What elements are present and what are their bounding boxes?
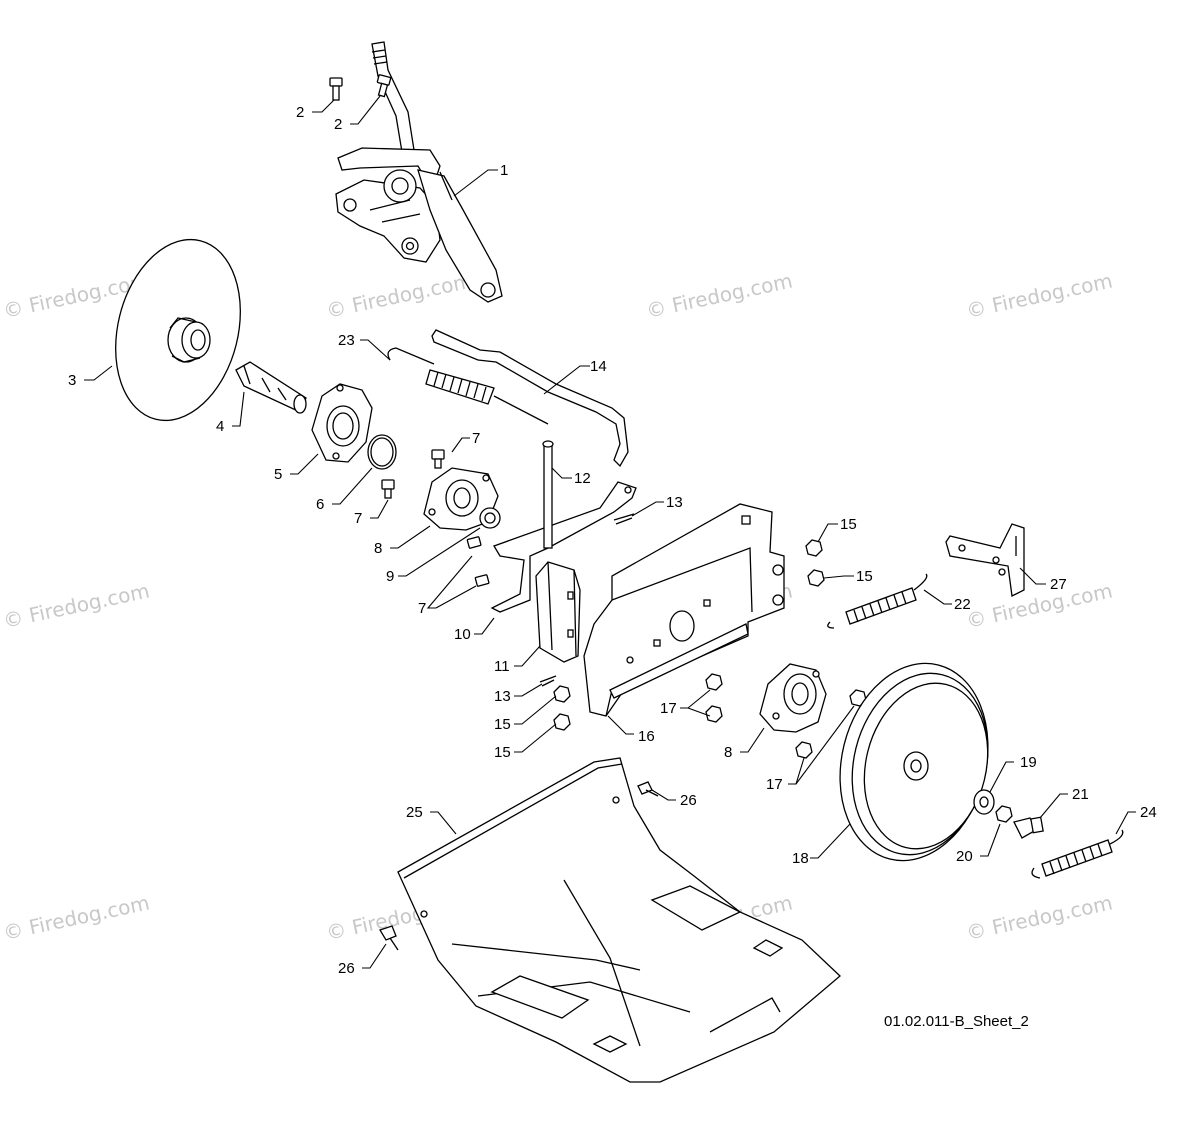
- callout-labels: 1 2 2 3 4 5 6 7 7 7 8 8 9 10 11 12 13 13…: [68, 104, 1157, 977]
- callout-22: 22: [954, 596, 971, 613]
- callout-7: 7: [418, 600, 426, 617]
- rod-12: [542, 440, 554, 549]
- callout-23: 23: [338, 332, 355, 349]
- callout-15: 15: [840, 516, 857, 533]
- callout-24: 24: [1140, 804, 1157, 821]
- callout-20: 20: [956, 848, 973, 865]
- callout-13: 13: [666, 494, 683, 511]
- callout-2: 2: [334, 116, 342, 133]
- bracket-11: [535, 561, 581, 663]
- watermark: © Firedog.com: [1, 578, 151, 632]
- pin-13a: [613, 513, 635, 525]
- bolt-7c: [466, 536, 490, 587]
- bracket-27: [945, 523, 1025, 597]
- callout-21: 21: [1072, 786, 1089, 803]
- callout-15: 15: [494, 716, 511, 733]
- callout-9: 9: [386, 568, 394, 585]
- pin-13b: [539, 675, 557, 687]
- watermark: © Firedog.com: [644, 268, 794, 322]
- washer-19: [973, 789, 995, 815]
- nut-17d: [795, 741, 813, 759]
- spring-22: [827, 573, 928, 629]
- bearing-flange-5: [311, 383, 373, 463]
- sheet-id: 01.02.011-B_Sheet_2: [884, 1013, 1029, 1030]
- nut-17b: [705, 705, 723, 723]
- friction-disc: [115, 238, 241, 422]
- callout-18: 18: [792, 850, 809, 867]
- callout-7: 7: [472, 430, 480, 447]
- callout-17: 17: [660, 700, 677, 717]
- callout-26: 26: [338, 960, 355, 977]
- nut-15d: [553, 713, 571, 731]
- bolt-7a: [431, 449, 445, 469]
- callout-7: 7: [354, 510, 362, 527]
- screw-26a: [637, 781, 659, 797]
- bolt-2a: [329, 77, 343, 101]
- bracket-10: [490, 481, 637, 613]
- nut-17a: [705, 673, 723, 691]
- bolt-21: [1013, 816, 1044, 839]
- callout-14: 14: [590, 358, 607, 375]
- callout-15: 15: [494, 744, 511, 761]
- callout-1: 1: [500, 162, 508, 179]
- hex-shaft: [235, 361, 307, 414]
- nut-20: [995, 805, 1013, 823]
- bolt-7b: [381, 479, 395, 499]
- spring-23: [387, 347, 549, 425]
- callout-11: 11: [494, 658, 510, 675]
- callout-15: 15: [856, 568, 873, 585]
- callout-17: 17: [766, 776, 783, 793]
- bolt-2b: [376, 74, 392, 98]
- flange-bearing-8a: [423, 467, 499, 531]
- callout-13: 13: [494, 688, 511, 705]
- retaining-ring: [367, 434, 397, 470]
- callout-25: 25: [406, 804, 423, 821]
- callout-26: 26: [680, 792, 697, 809]
- callout-4: 4: [216, 418, 224, 435]
- callout-8: 8: [374, 540, 382, 557]
- screw-26b: [379, 925, 399, 951]
- callout-16: 16: [638, 728, 655, 745]
- flange-bearing-8b: [759, 663, 827, 733]
- cover-25: [397, 757, 841, 1083]
- callout-6: 6: [316, 496, 324, 513]
- drive-wheel-18: [839, 662, 989, 862]
- leader-lines: [84, 95, 1136, 969]
- nut-15b: [807, 569, 825, 587]
- watermark: © Firedog.com: [964, 890, 1114, 944]
- spring-24: [1031, 829, 1124, 879]
- shift-lever-assembly: [335, 41, 503, 303]
- washer-9: [479, 507, 501, 529]
- callout-3: 3: [68, 372, 76, 389]
- control-rod-14: [431, 329, 629, 468]
- watermark: © Firedog.com: [324, 268, 474, 322]
- callout-27: 27: [1050, 576, 1067, 593]
- part-drawings: [115, 41, 1124, 1083]
- nut-15a: [805, 539, 823, 557]
- callout-19: 19: [1020, 754, 1037, 771]
- main-plate-16: [583, 503, 785, 717]
- nut-15c: [553, 685, 571, 703]
- callout-12: 12: [574, 470, 591, 487]
- watermark: © Firedog.com: [964, 578, 1114, 632]
- callout-10: 10: [454, 626, 471, 643]
- watermark: © Firedog.com: [964, 268, 1114, 322]
- callout-8: 8: [724, 744, 732, 761]
- watermark: © Firedog.com: [1, 890, 151, 944]
- callout-5: 5: [274, 466, 282, 483]
- callout-2: 2: [296, 104, 304, 121]
